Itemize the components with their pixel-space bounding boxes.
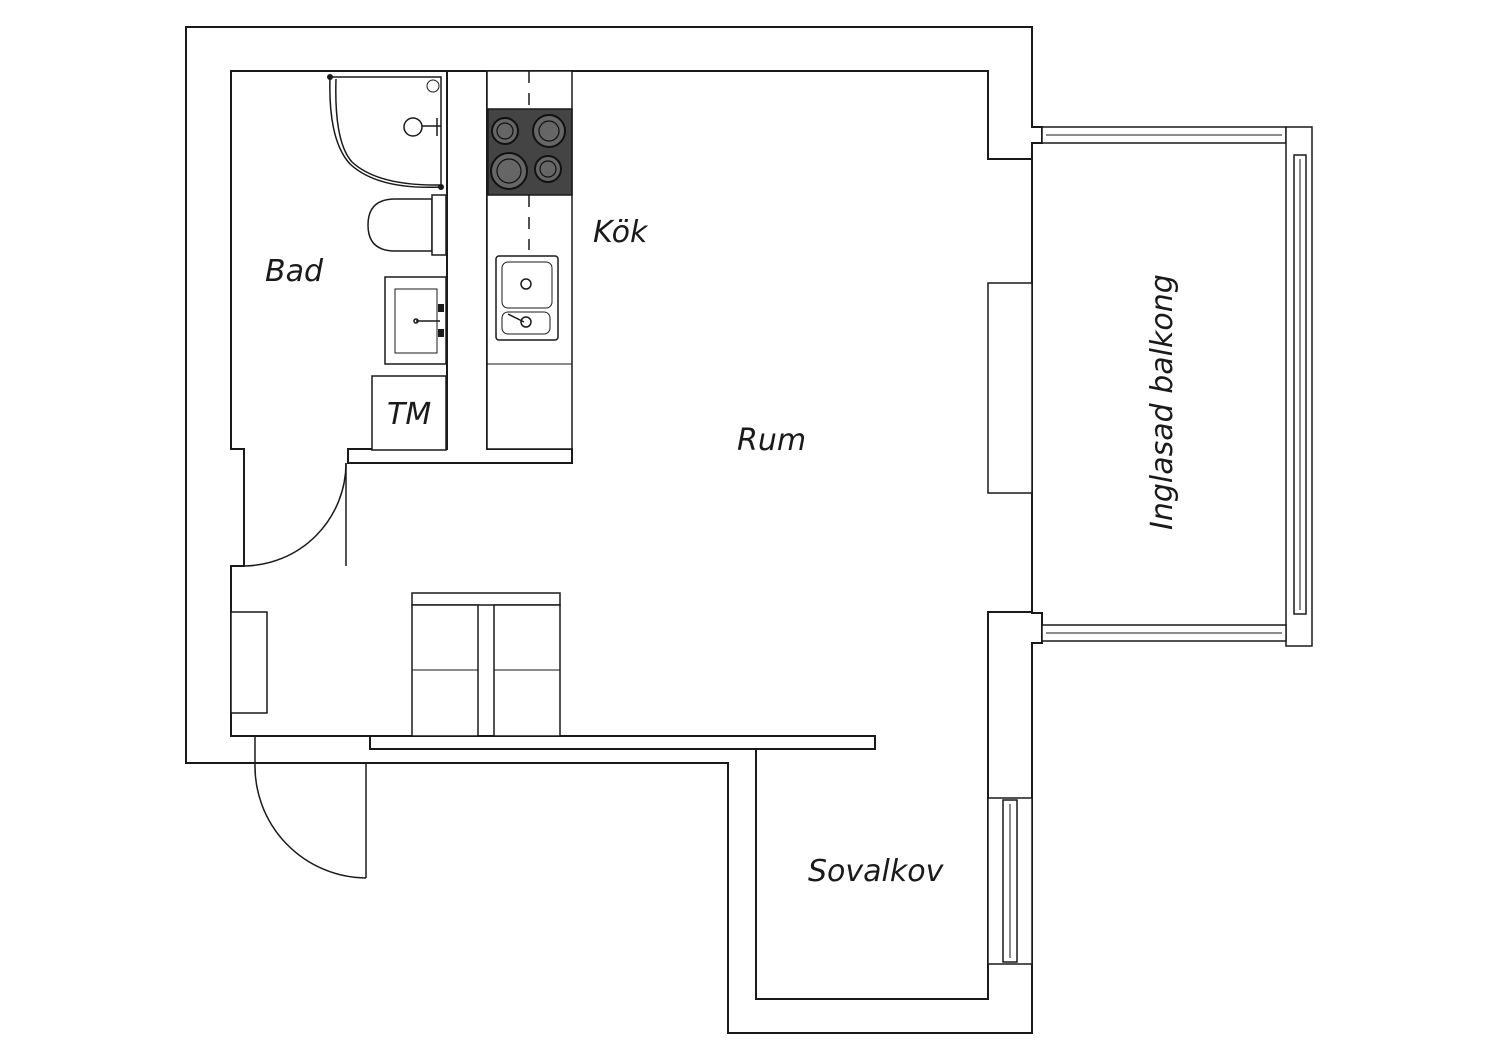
shower-icon xyxy=(327,74,444,190)
toilet-icon xyxy=(367,194,447,256)
alcove-window xyxy=(987,797,1033,965)
washbasin-icon xyxy=(384,276,447,365)
washing-machine xyxy=(371,375,447,451)
label-sovalkov: Sovalkov xyxy=(808,854,945,889)
hall-wardrobe xyxy=(230,611,268,714)
alcove-partition-wall xyxy=(369,735,876,750)
label-bad: Bad xyxy=(265,254,324,289)
label-rum: Rum xyxy=(737,423,806,458)
bathroom-door xyxy=(243,462,347,567)
wardrobes xyxy=(411,592,561,737)
label-inglasad-balkong: Inglasad balkong xyxy=(1145,274,1180,530)
glazed-balcony-window xyxy=(1041,126,1313,647)
kitchen-sink-icon xyxy=(495,255,559,341)
label-tm: TM xyxy=(387,397,431,432)
label-kok: Kök xyxy=(593,215,649,250)
room-cabinet xyxy=(987,282,1033,494)
stove-icon xyxy=(487,108,573,196)
entrance-door xyxy=(254,736,367,879)
